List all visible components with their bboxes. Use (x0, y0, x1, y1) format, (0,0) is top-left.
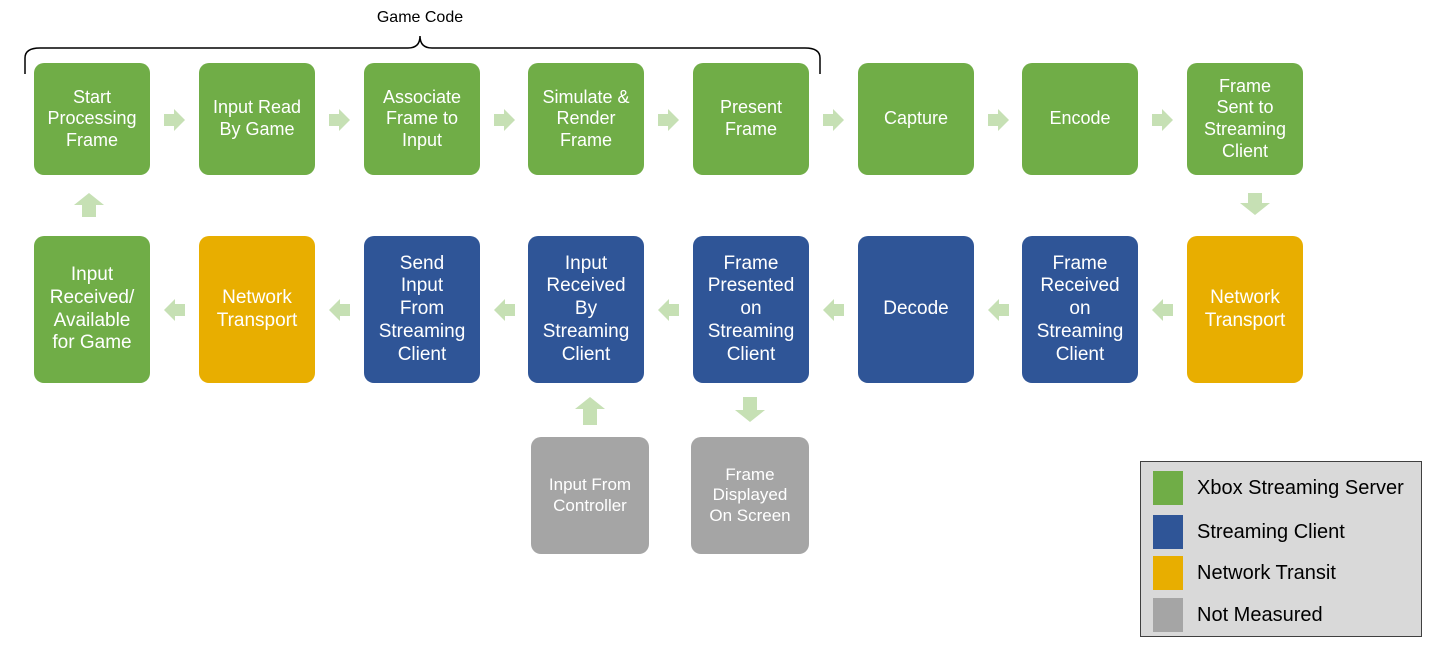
arrow-right-7 (1162, 109, 1173, 131)
arrow-shaft (1248, 193, 1262, 203)
legend-item-not-measured: Not Measured (1153, 598, 1323, 632)
node-decode: Decode (858, 236, 974, 383)
arrow-left-6 (329, 299, 340, 321)
legend-swatch (1153, 471, 1183, 505)
arrow-shaft (658, 114, 668, 126)
legend-swatch (1153, 515, 1183, 549)
legend: Xbox Streaming Server Streaming Client N… (1140, 461, 1422, 637)
arrow-shaft (164, 114, 174, 126)
node-capture: Capture (858, 63, 974, 175)
arrow-left-3 (823, 299, 834, 321)
arrow-left-2 (988, 299, 999, 321)
legend-label: Not Measured (1197, 603, 1323, 626)
arrow-left-1 (1152, 299, 1163, 321)
game-code-label: Game Code (376, 9, 464, 26)
arrow-shaft (1163, 304, 1173, 316)
legend-label: Xbox Streaming Server (1197, 476, 1404, 499)
arrow-left-5 (494, 299, 505, 321)
arrow-down-right (1240, 203, 1270, 215)
arrow-shaft (988, 114, 998, 126)
arrow-right-4 (668, 109, 679, 131)
arrow-right-5 (833, 109, 844, 131)
arrow-up-left (74, 193, 104, 205)
arrow-down-screen (735, 410, 765, 422)
legend-label: Streaming Client (1197, 520, 1345, 543)
legend-item-client: Streaming Client (1153, 515, 1345, 549)
arrow-shaft (743, 397, 757, 410)
legend-item-network: Network Transit (1153, 556, 1336, 590)
legend-item-server: Xbox Streaming Server (1153, 471, 1404, 505)
arrow-shaft (1152, 114, 1162, 126)
arrow-shaft (834, 304, 844, 316)
arrow-up-controller (575, 397, 605, 409)
arrow-shaft (823, 114, 833, 126)
arrow-shaft (999, 304, 1009, 316)
node-encode: Encode (1022, 63, 1138, 175)
game-code-brace (24, 35, 821, 74)
arrow-shaft (583, 409, 597, 425)
arrow-right-3 (504, 109, 515, 131)
legend-swatch (1153, 556, 1183, 590)
arrow-shaft (82, 205, 96, 217)
arrow-right-1 (174, 109, 185, 131)
arrow-left-4 (658, 299, 669, 321)
arrow-shaft (494, 114, 504, 126)
arrow-shaft (175, 304, 185, 316)
legend-swatch (1153, 598, 1183, 632)
arrow-shaft (329, 114, 339, 126)
arrow-right-6 (998, 109, 1009, 131)
arrow-left-7 (164, 299, 175, 321)
legend-label: Network Transit (1197, 561, 1336, 584)
arrow-shaft (669, 304, 679, 316)
arrow-shaft (340, 304, 350, 316)
arrow-shaft (505, 304, 515, 316)
arrow-right-2 (339, 109, 350, 131)
